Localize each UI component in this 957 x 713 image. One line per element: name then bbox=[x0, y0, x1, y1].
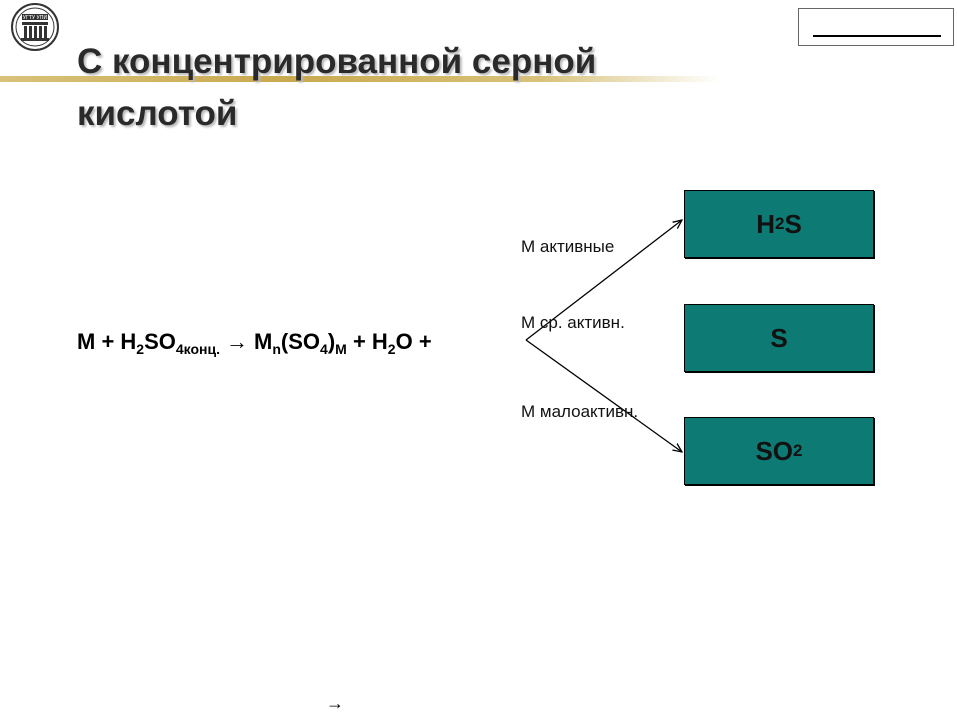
branch-label-low: M малоактивн. bbox=[521, 402, 639, 421]
university-logo: УГТУ УПИ bbox=[10, 2, 60, 52]
page-title: С концентрированной серной кислотой bbox=[77, 42, 597, 133]
product-box-s: S bbox=[684, 304, 874, 372]
navigation-link-box[interactable] bbox=[798, 8, 954, 46]
footer-arrow-icon: → bbox=[326, 693, 344, 713]
branch-label-medium: M ср. активн. bbox=[521, 313, 625, 332]
arrow-to-so2 bbox=[525, 339, 682, 452]
arrow-to-h2s bbox=[525, 220, 682, 341]
reaction-equation: M + H2SO4конц.→Mn(SO4)M + H2O + bbox=[77, 329, 432, 357]
svg-text:УГТУ УПИ: УГТУ УПИ bbox=[23, 15, 48, 21]
branch-label-active: M активные bbox=[521, 237, 615, 256]
title-underline bbox=[0, 76, 720, 82]
navigation-link-underline bbox=[813, 35, 941, 37]
reaction-arrow: → bbox=[226, 329, 249, 354]
